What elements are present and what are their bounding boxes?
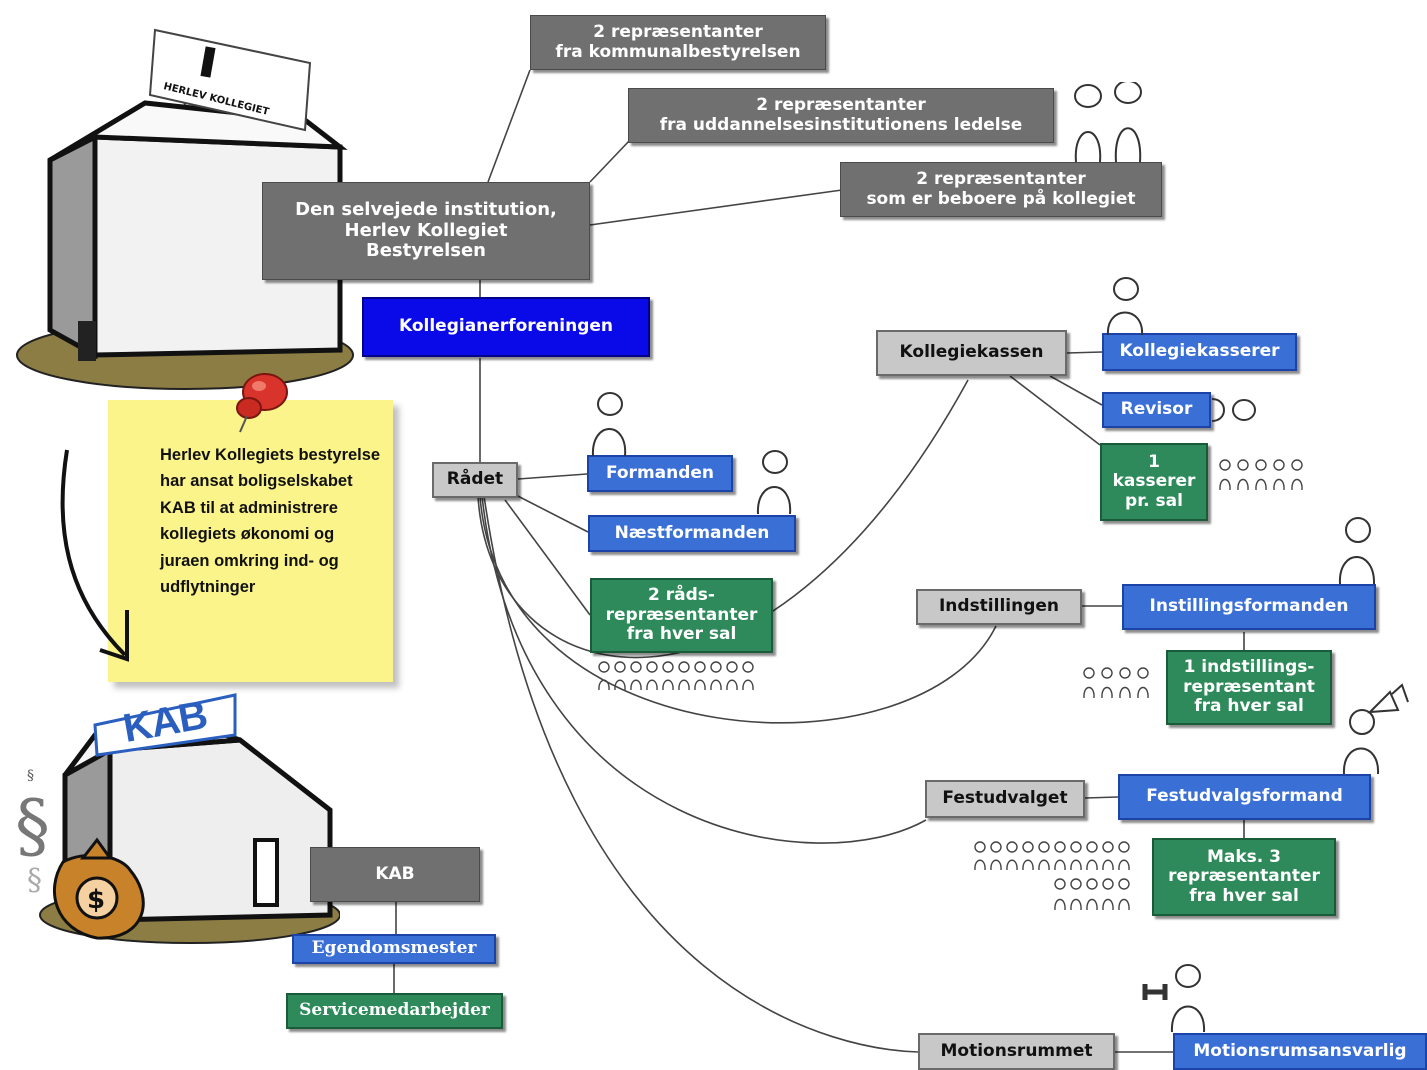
box-instillingsformanden: Instillingsformanden (1122, 584, 1376, 630)
curved-arrow-icon (60, 449, 129, 662)
box-festudvalget: Festudvalget (925, 780, 1085, 818)
box-raadet: Rådet (432, 462, 518, 498)
box-festudvalg-repraesentanter: Maks. 3 repræsentanter fra hver sal (1152, 838, 1336, 916)
box-indstillings-repraesentant: 1 indstillings- repræsentant fra hver sa… (1166, 650, 1332, 725)
motionsrum-person-with-dumbbell-icon (1142, 964, 1206, 1033)
formanden-person-icon (591, 392, 627, 457)
festudvalg-crowd-icon (974, 841, 1130, 911)
svg-text:$: $ (87, 885, 105, 915)
svg-text:§: § (27, 863, 42, 898)
pushpin-icon (236, 373, 288, 433)
sticky-note: Herlev Kollegiets bestyrelse har ansat b… (108, 400, 393, 682)
box-festudvalgsformand: Festudvalgsformand (1118, 774, 1371, 820)
revisor-person-icon (1211, 398, 1256, 422)
svg-text:§: § (15, 785, 50, 867)
indstilling-crowd-icon (1083, 667, 1149, 699)
kasserer-crowd-icon (1219, 459, 1303, 491)
box-motionsrummet: Motionsrummet (918, 1033, 1115, 1070)
box-revisor: Revisor (1102, 392, 1211, 428)
box-kollegiekasserer: Kollegiekasserer (1102, 333, 1297, 371)
kollegiekasserer-person-icon (1106, 277, 1144, 336)
box-indstillingen: Indstillingen (916, 589, 1082, 625)
festudvalgsformand-person-icon (1342, 683, 1409, 775)
svg-text:§: § (27, 768, 34, 784)
box-motionsrumsansvarlig: Motionsrumsansvarlig (1173, 1033, 1427, 1070)
box-kollegianerforeningen: Kollegianerforeningen (362, 297, 650, 357)
sticky-note-text: Herlev Kollegiets bestyrelse har ansat b… (160, 446, 381, 596)
box-raads-repraesentanter: 2 råds- repræsentanter fra hver sal (590, 578, 773, 653)
box-uddannelse-representatives: 2 repræsentanter fra uddannelsesinstitut… (628, 88, 1054, 143)
box-beboer-representatives: 2 repræsentanter som er beboere på kolle… (840, 162, 1162, 217)
box-servicemedarbejder: Servicemedarbejder (286, 993, 503, 1029)
box-kab: KAB (310, 847, 480, 902)
box-kollegiekassen: Kollegiekassen (876, 330, 1067, 376)
box-naestformanden: Næstformanden (588, 515, 796, 552)
box-kommunal-representatives: 2 repræsentanter fra kommunalbestyrelsen (530, 15, 826, 70)
two-people-figures-icon (1074, 82, 1142, 163)
box-kasserer-pr-sal: 1 kasserer pr. sal (1100, 443, 1208, 521)
instillingsformand-person-icon (1338, 517, 1376, 585)
box-formanden: Formanden (587, 455, 733, 492)
box-bestyrelsen: Den selvejede institution, Herlev Kolleg… (262, 182, 590, 280)
box-egendomsmester: Egendomsmester (292, 934, 496, 964)
raadet-crowd-icon (598, 661, 754, 691)
naestformanden-person-icon (756, 450, 792, 515)
